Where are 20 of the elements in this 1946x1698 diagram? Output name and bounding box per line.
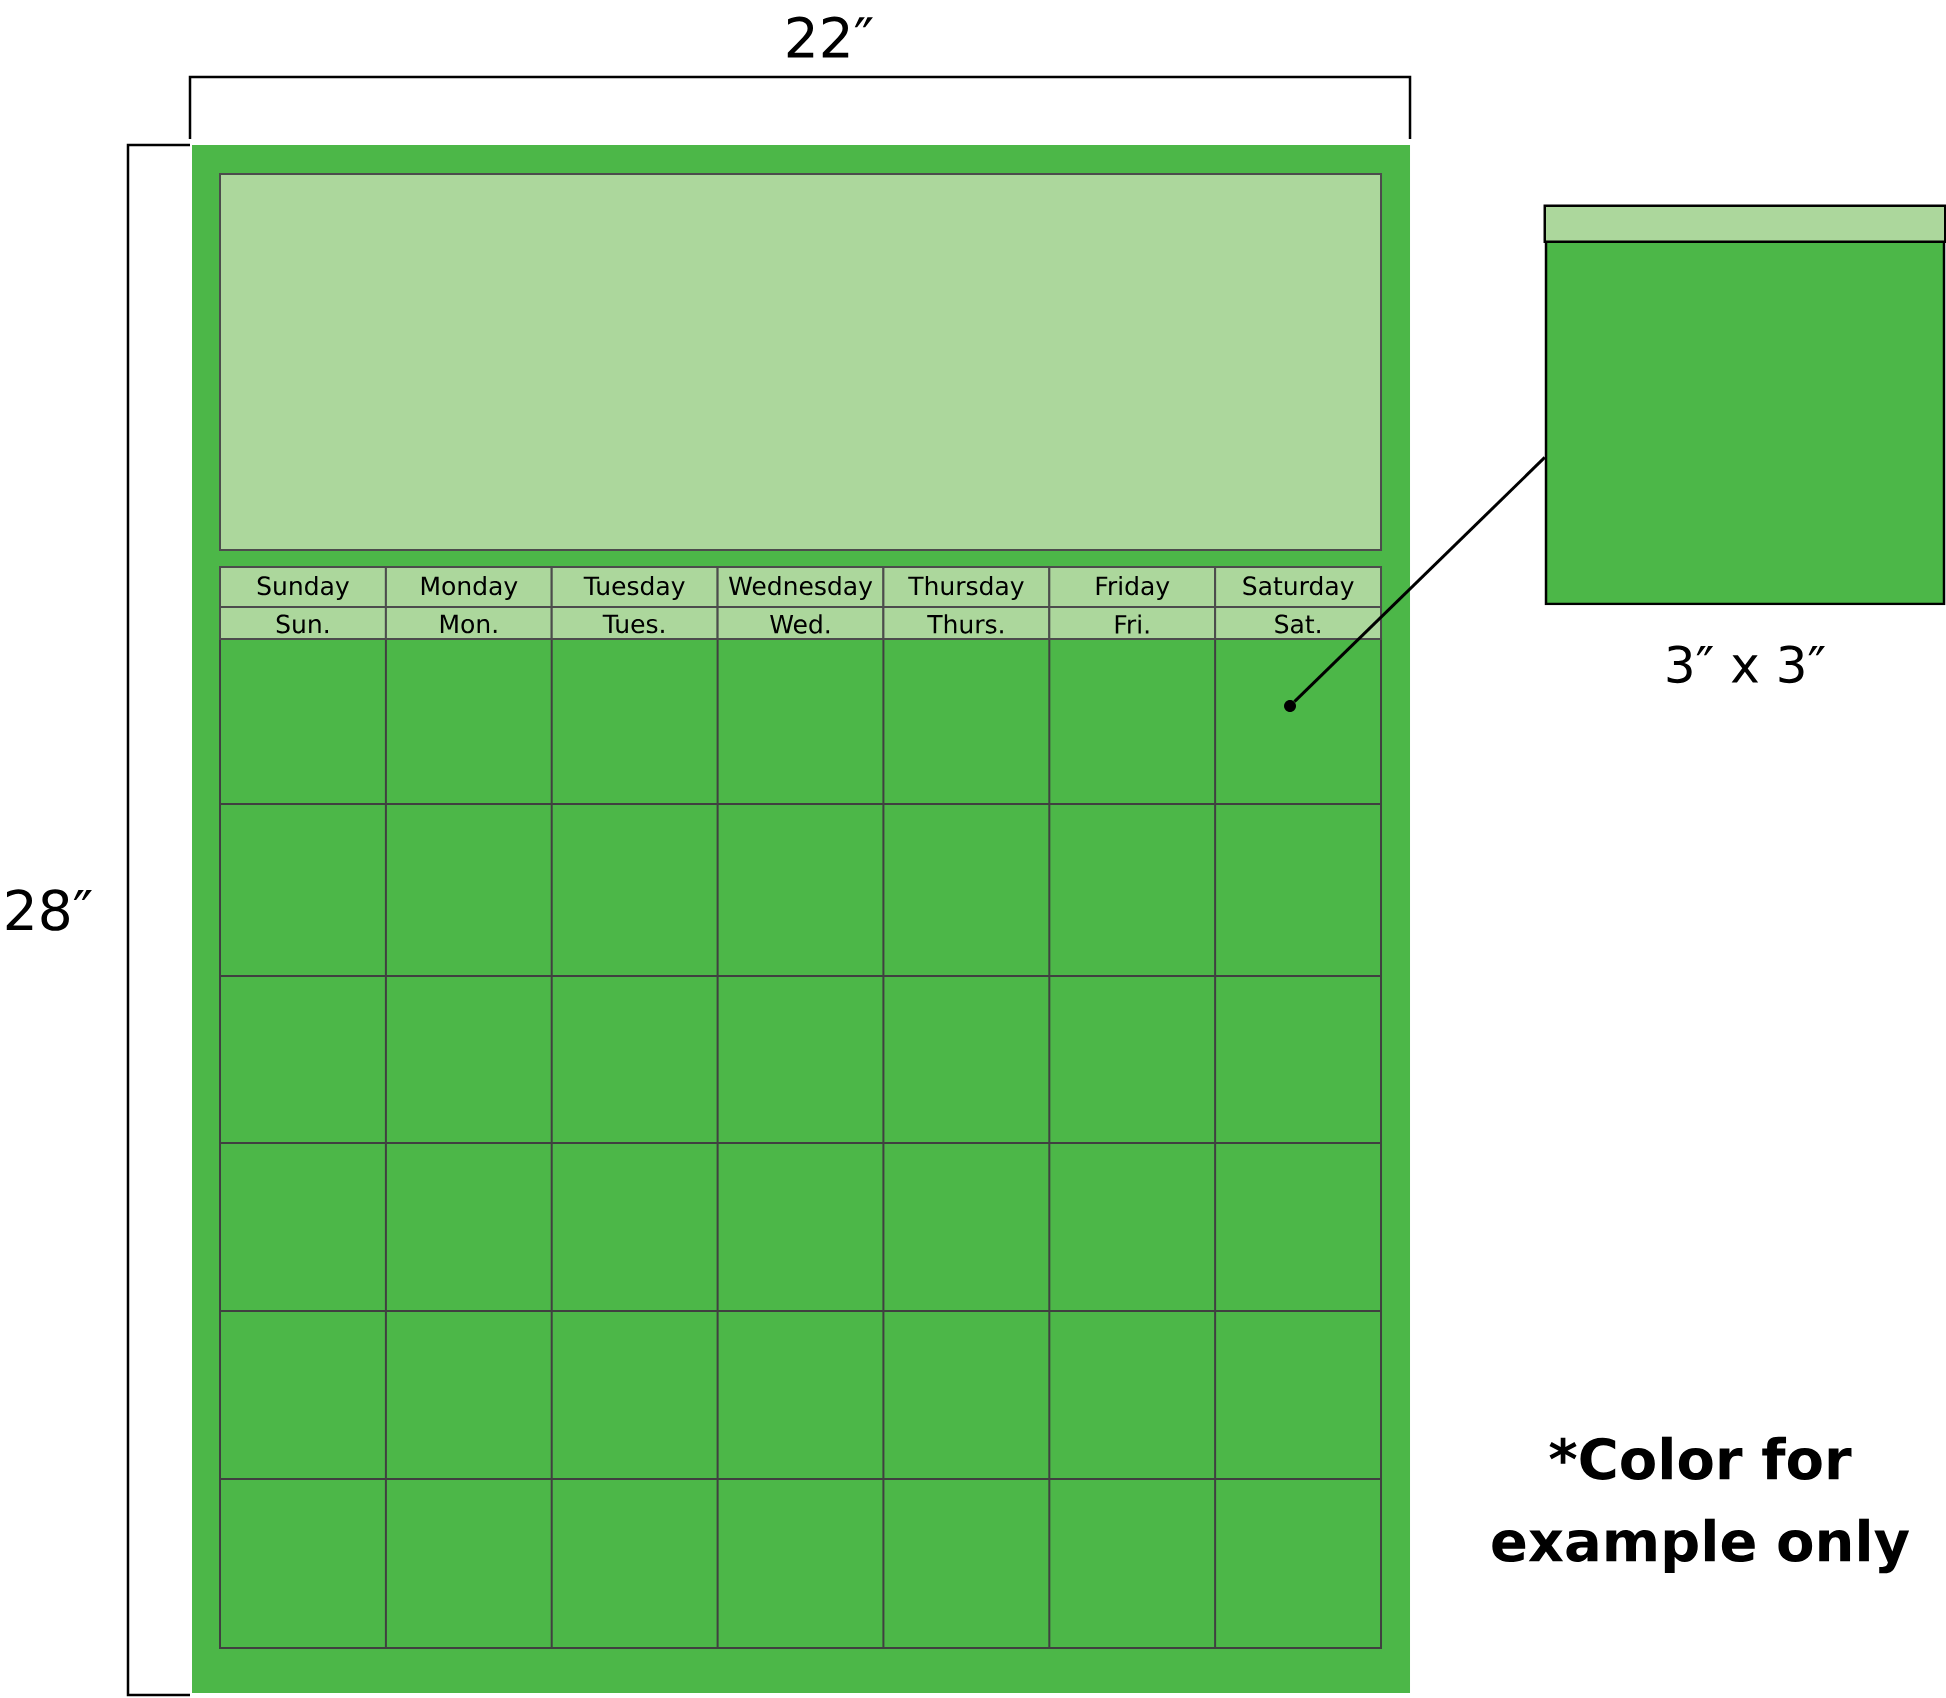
day-header-cell: Tuesday xyxy=(550,566,719,608)
day-header-cell: Tues. xyxy=(550,606,719,640)
day-header-cell: Fri. xyxy=(1048,606,1217,640)
day-header-cell: Thurs. xyxy=(882,606,1051,640)
day-header-cell: Saturday xyxy=(1214,566,1382,608)
day-header-cell: Mon. xyxy=(384,606,553,640)
day-header-cell: Friday xyxy=(1048,566,1217,608)
dimension-label: 22″ xyxy=(787,16,873,58)
day-header-cell: Sat. xyxy=(1214,606,1382,640)
dimension-label: 28″ xyxy=(6,889,92,931)
day-header-cell: Monday xyxy=(384,566,553,608)
day-header-cell: Sun. xyxy=(219,606,387,640)
day-header-cell: Wednesday xyxy=(716,566,885,608)
leader-line xyxy=(1293,456,1546,703)
pocket-card xyxy=(1543,204,1946,606)
day-header-cell: Thursday xyxy=(882,566,1051,608)
day-header-cell: Wed. xyxy=(716,606,885,640)
dimension-label: 3″ x 3″ xyxy=(1667,645,1825,684)
day-header-cell: Sunday xyxy=(219,566,387,608)
note: *Color for example only xyxy=(1492,1436,1910,1574)
